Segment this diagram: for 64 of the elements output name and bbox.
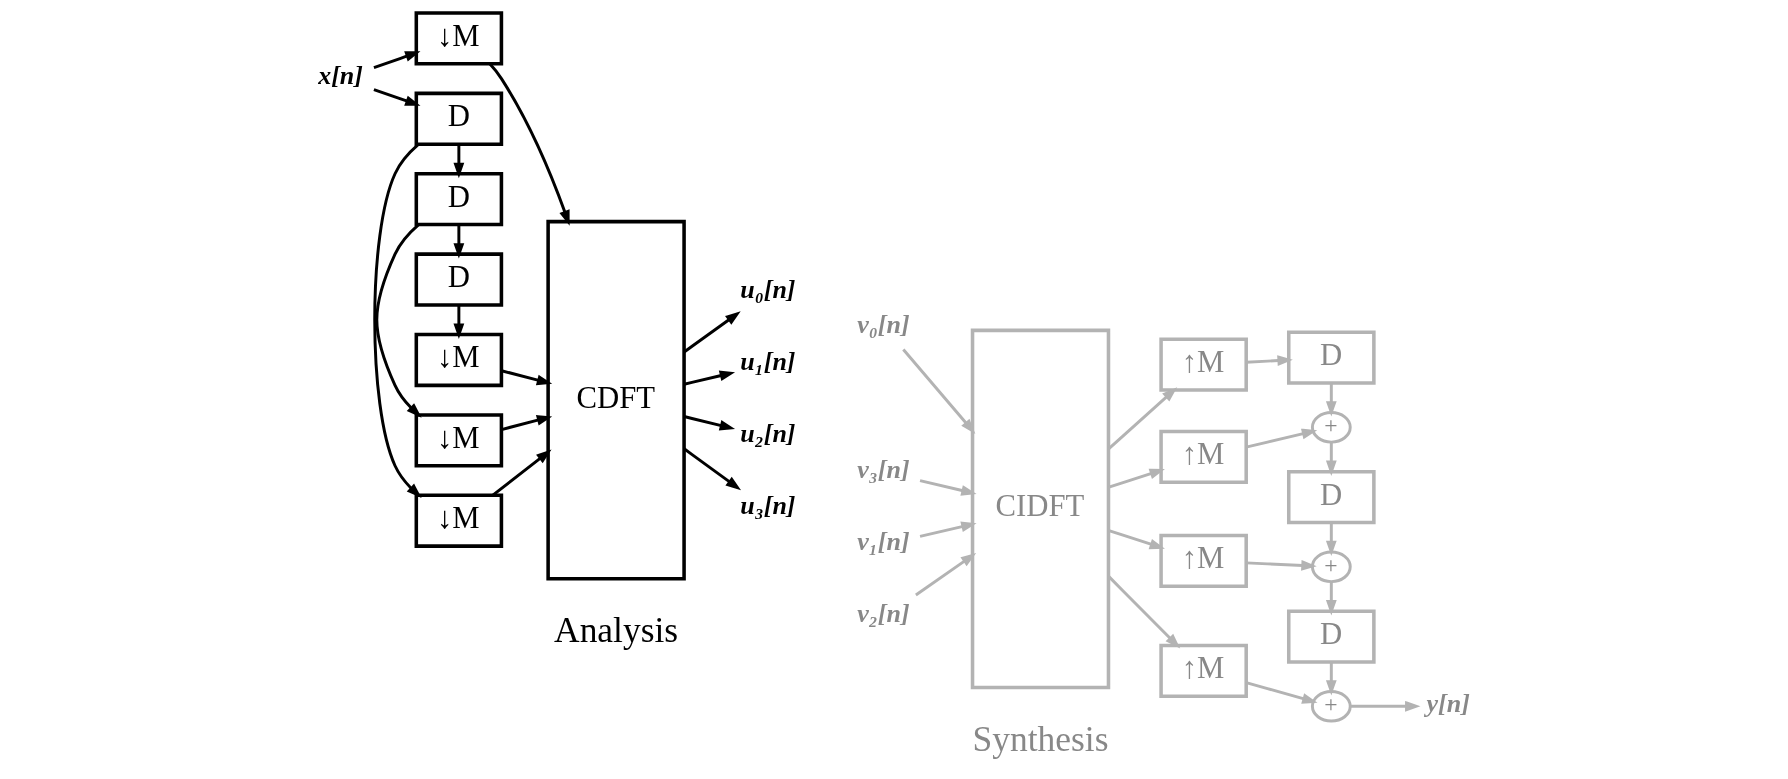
arrow	[372, 88, 420, 106]
node-box: ↓M	[414, 332, 503, 388]
node-text: v₀[n]	[856, 310, 910, 340]
node-text: x[n]	[317, 61, 363, 91]
node-box: D	[414, 171, 503, 227]
node-box: ↓M	[414, 493, 503, 548]
arrow	[372, 143, 422, 499]
node-text: v₁[n]	[856, 526, 910, 556]
node-text: u₂[n]	[739, 419, 796, 449]
arrow	[919, 521, 977, 538]
node-box: D	[1286, 609, 1376, 664]
node-box: ↑M	[1158, 643, 1248, 699]
arrow	[682, 311, 741, 354]
node-ellipse: +	[1310, 550, 1352, 584]
label: Analysis	[553, 609, 678, 650]
arrow	[1325, 442, 1337, 476]
node-box: CDFT	[545, 219, 686, 581]
arrow	[683, 370, 735, 386]
node-box: CIDFT	[970, 328, 1110, 690]
arrow	[452, 144, 464, 179]
arrow	[683, 415, 735, 431]
arrow	[374, 223, 422, 418]
arrow	[500, 369, 552, 386]
arrow	[500, 415, 552, 431]
arrow	[919, 479, 977, 496]
node-text: v₂[n]	[856, 598, 910, 628]
arrow	[1245, 428, 1317, 449]
arrow	[1107, 575, 1180, 649]
arrow	[1108, 468, 1165, 489]
node-text: u₀[n]	[739, 275, 796, 304]
node-box: D	[414, 252, 503, 307]
arrow	[1325, 581, 1337, 616]
arrow	[1245, 560, 1317, 571]
arrow	[1325, 383, 1337, 417]
arrow	[1107, 387, 1177, 450]
arrow	[1245, 681, 1318, 704]
arrow	[1245, 355, 1293, 366]
arrow	[452, 305, 464, 339]
node-box: ↑M	[1158, 429, 1248, 485]
arrow	[491, 449, 552, 497]
arrow	[901, 348, 975, 434]
arrow	[1325, 662, 1337, 696]
node-box: ↑M	[1158, 337, 1248, 392]
node-box: ↓M	[414, 11, 503, 66]
node-box: D	[1286, 469, 1376, 525]
arrow	[1349, 700, 1420, 712]
node-text: v₃[n]	[856, 454, 910, 484]
arrow	[914, 552, 976, 597]
node-text: u₁[n]	[739, 347, 796, 377]
arrow	[682, 447, 741, 491]
arrow	[1108, 529, 1165, 550]
node-box: D	[414, 91, 503, 146]
node-text: y[n]	[1425, 688, 1470, 718]
node-ellipse: +	[1310, 411, 1352, 444]
arrow	[452, 224, 464, 259]
node-box: D	[1286, 330, 1376, 385]
node-box: ↑M	[1158, 533, 1248, 589]
label: Synthesis	[972, 718, 1108, 759]
arrow	[1325, 522, 1337, 557]
arrow	[488, 63, 570, 226]
arrow	[372, 51, 420, 69]
node-box: ↓M	[414, 413, 503, 468]
node-ellipse: +	[1310, 690, 1352, 723]
node-text: u₃[n]	[739, 491, 796, 521]
